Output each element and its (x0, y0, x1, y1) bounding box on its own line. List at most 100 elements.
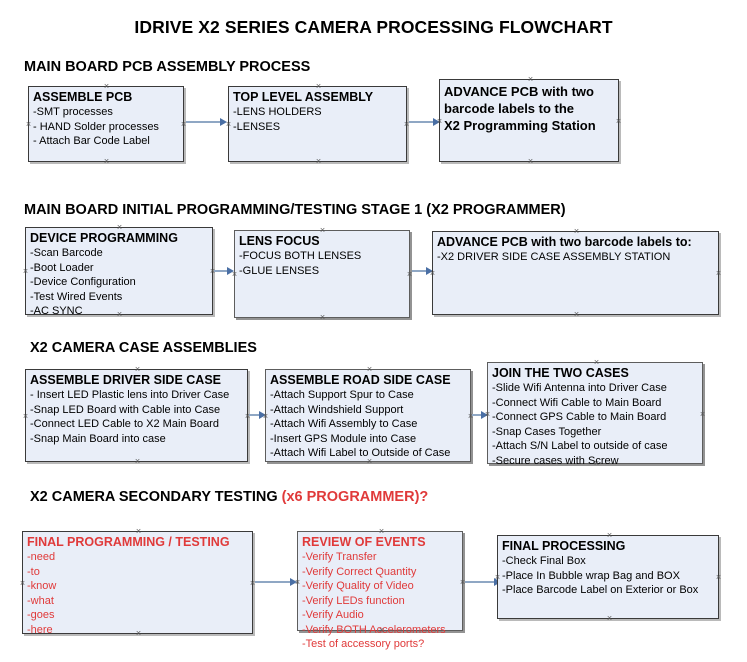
resize-handle-left[interactable] (22, 413, 29, 420)
resize-handle-right[interactable] (699, 411, 706, 418)
resize-handle-bottom[interactable] (366, 458, 373, 465)
resize-handle-top[interactable] (315, 83, 322, 90)
box-join-the-two-cases[interactable]: JOIN THE TWO CASES -Slide Wifi Antenna i… (484, 359, 706, 467)
box-line: -Connect LED Cable to X2 Main Board (30, 418, 219, 430)
box-line: -Verify LEDs function (302, 594, 405, 607)
resize-handle-left[interactable] (225, 121, 232, 128)
box-assemble-road-side-case[interactable]: ASSEMBLE ROAD SIDE CASE -Attach Support … (265, 369, 471, 462)
box-line: -Connect Wifi Cable to Main Board (492, 396, 662, 409)
box-lens-focus[interactable]: LENS FOCUS -FOCUS BOTH LENSES -GLUE LENS… (234, 230, 410, 318)
box-line: -need (27, 551, 56, 563)
resize-handle-top[interactable] (366, 366, 373, 373)
resize-handle-left[interactable] (231, 271, 238, 278)
box-line: -SMT processes (33, 106, 113, 118)
box-final-programming-testing[interactable]: FINAL PROGRAMMING / TESTING -need -to -k… (19, 528, 253, 637)
box-line: -Attach Windshield Support (270, 403, 404, 416)
resize-handle-bottom[interactable] (135, 630, 142, 637)
resize-handle-bottom[interactable] (319, 314, 326, 321)
box-line: -here (27, 623, 53, 636)
box-line: -AC SYNC (30, 305, 83, 317)
box-line: -LENS HOLDERS (233, 106, 322, 118)
box-line: -Connect GPS Cable to Main Board (492, 411, 667, 423)
box-line: -FOCUS BOTH LENSES (239, 250, 362, 262)
box-title: LENS FOCUS (239, 234, 320, 248)
resize-handle-top[interactable] (116, 224, 123, 231)
box-line: -Verify Audio (302, 609, 364, 621)
box-title: TOP LEVEL ASSEMBLY (233, 90, 374, 104)
box-line: -Boot Loader (30, 261, 94, 274)
section-heading-x2-camera-case-assemblies: X2 CAMERA CASE ASSEMBLIES (30, 340, 257, 356)
box-line: -what (27, 594, 54, 607)
resize-handle-left[interactable] (19, 580, 26, 587)
box-line: -Verify Correct Quantity (302, 565, 417, 578)
box-line-overflow: -Test of accessory ports? (302, 638, 425, 650)
resize-handle-top[interactable] (135, 528, 142, 535)
box-line: -Snap Main Board into case (30, 432, 166, 445)
connector-arrowhead (220, 118, 227, 126)
resize-handle-left[interactable] (262, 413, 269, 420)
resize-handle-top[interactable] (573, 228, 580, 235)
connector-device-programming-to-lens-focus (214, 270, 231, 272)
resize-handle-bottom[interactable] (606, 615, 613, 622)
resize-handle-bottom[interactable] (378, 627, 385, 634)
box-line: -Attach Wifi Label to Outside of Case (270, 447, 451, 459)
resize-handle-right[interactable] (615, 118, 622, 125)
connector-pcb-to-top-level (186, 121, 224, 123)
resize-handle-left[interactable] (294, 579, 301, 586)
resize-handle-bottom[interactable] (134, 458, 141, 465)
box-line: X2 Programming Station (444, 118, 596, 133)
resize-handle-bottom[interactable] (527, 158, 534, 165)
box-review-of-events[interactable]: REVIEW OF EVENTS -Verify Transfer -Verif… (294, 528, 463, 650)
resize-handle-left[interactable] (429, 270, 436, 277)
resize-handle-bottom[interactable] (593, 460, 600, 467)
section-heading-text: X2 CAMERA CASE ASSEMBLIES (30, 340, 257, 356)
resize-handle-right[interactable] (406, 271, 413, 278)
resize-handle-left[interactable] (484, 411, 491, 418)
box-line: -Test Wired Events (30, 290, 123, 303)
box-title: ASSEMBLE DRIVER SIDE CASE (30, 373, 222, 387)
box-line: - HAND Solder processes (33, 120, 159, 133)
resize-handle-top[interactable] (319, 227, 326, 234)
resize-handle-top[interactable] (378, 528, 385, 535)
box-title: FINAL PROGRAMMING / TESTING (27, 535, 230, 549)
section-heading-x2-camera-secondary-testing: X2 CAMERA SECONDARY TESTING (x6 PROGRAMM… (30, 489, 428, 505)
resize-handle-top[interactable] (134, 366, 141, 373)
box-line: -Check Final Box (502, 555, 586, 567)
box-line: -to (27, 565, 40, 578)
resize-handle-right[interactable] (715, 574, 722, 581)
section-heading-main-board-initial-programming: MAIN BOARD INITIAL PROGRAMMING/TESTING S… (24, 202, 566, 218)
resize-handle-top[interactable] (593, 359, 600, 366)
resize-handle-right[interactable] (715, 270, 722, 277)
box-line: -Secure cases with Screw (492, 454, 619, 467)
box-line: - Attach Bar Code Label (33, 135, 150, 147)
resize-handle-left[interactable] (494, 574, 501, 581)
box-top-level-assembly[interactable]: TOP LEVEL ASSEMBLY -LENS HOLDERS -LENSES (228, 86, 407, 162)
resize-handle-bottom[interactable] (116, 311, 123, 318)
resize-handle-top[interactable] (527, 76, 534, 83)
resize-handle-left[interactable] (22, 268, 29, 275)
box-line: - Insert LED Plastic lens into Driver Ca… (30, 389, 230, 401)
resize-handle-top[interactable] (103, 83, 110, 90)
box-line: -Verify Quality of Video (302, 580, 414, 592)
box-advance-pcb-to-x2-programming-station[interactable]: ADVANCE PCB with two barcode labels to t… (439, 79, 619, 162)
box-line: -Snap LED Board with Cable into Case (30, 403, 221, 416)
connector-lens-focus-to-advance (412, 270, 430, 272)
resize-handle-bottom[interactable] (573, 311, 580, 318)
box-line: -GLUE LENSES (239, 264, 320, 277)
resize-handle-top[interactable] (606, 532, 613, 539)
box-line: -Verify Transfer (302, 551, 377, 563)
resize-handle-bottom[interactable] (315, 158, 322, 165)
box-title: ADVANCE PCB with two barcode labels to: (437, 235, 692, 249)
resize-handle-left[interactable] (25, 121, 32, 128)
box-device-programming[interactable]: DEVICE PROGRAMMING -Scan Barcode -Boot L… (22, 224, 213, 318)
box-line: -Verify BOTH Accelerometers (302, 623, 446, 636)
box-advance-pcb-to-driver-side-case-station[interactable]: ADVANCE PCB with two barcode labels to: … (432, 231, 719, 315)
section-heading-accent: (x6 PROGRAMMER)? (281, 489, 429, 505)
box-final-processing[interactable]: FINAL PROCESSING -Check Final Box -Place… (497, 535, 719, 619)
box-line: -Insert GPS Module into Case (270, 432, 417, 445)
box-assemble-driver-side-case[interactable]: ASSEMBLE DRIVER SIDE CASE - Insert LED P… (25, 369, 248, 462)
resize-handle-left[interactable] (436, 118, 443, 125)
box-assemble-pcb[interactable]: ASSEMBLE PCB -SMT processes - HAND Solde… (28, 86, 184, 162)
box-line: ADVANCE PCB with two (444, 84, 594, 99)
resize-handle-bottom[interactable] (103, 158, 110, 165)
